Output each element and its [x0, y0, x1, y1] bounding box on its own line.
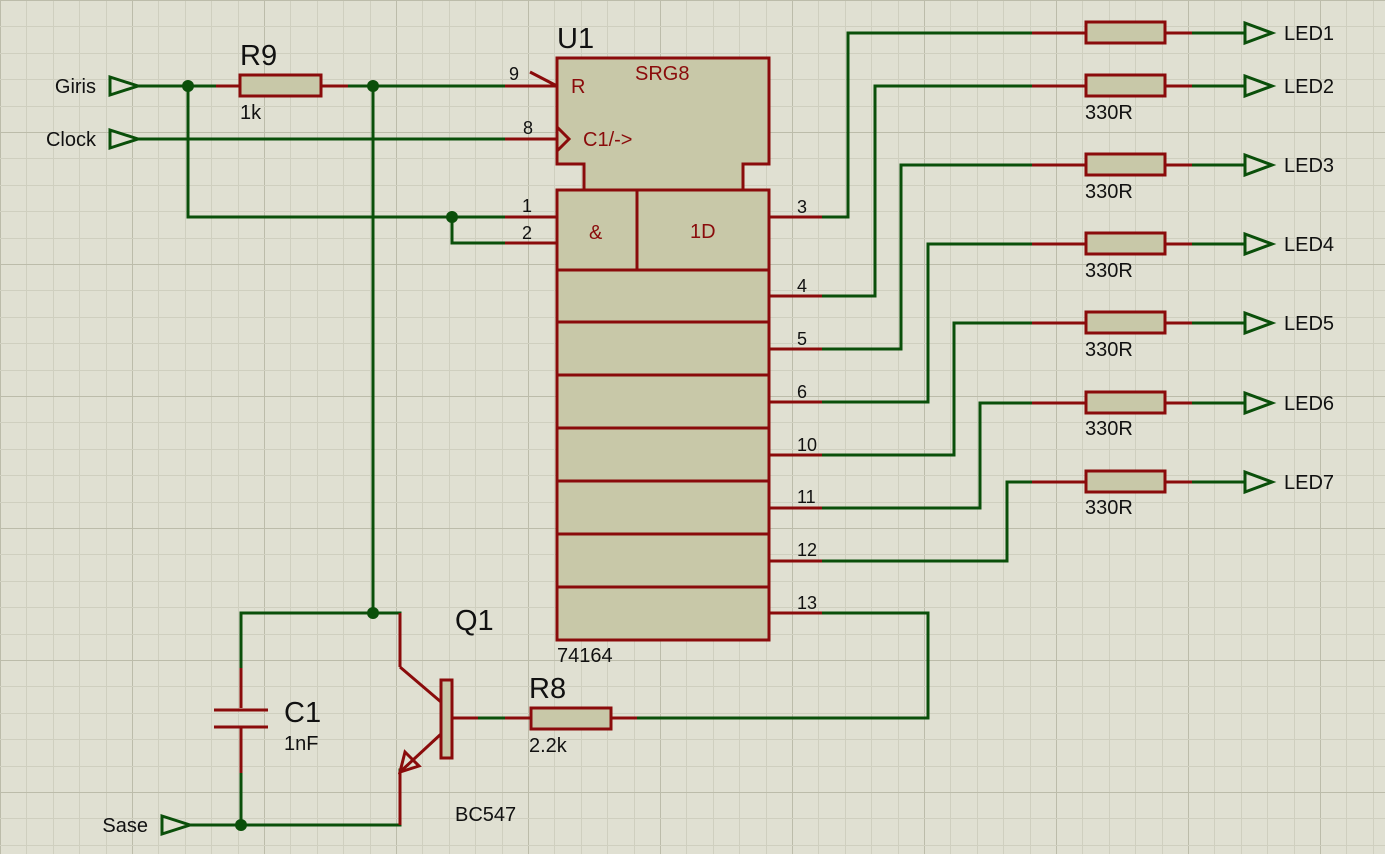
r9-ref: R9: [240, 40, 277, 72]
junction-dot: [367, 607, 379, 619]
terminal-giris-label: Giris: [55, 76, 96, 98]
output-led1-label: LED1: [1284, 23, 1334, 45]
resistor-r9[interactable]: R9 1k: [216, 40, 348, 124]
junction-dot: [182, 80, 194, 92]
u1-clock-label: C1/->: [583, 129, 632, 151]
q1-part: BC547: [455, 804, 516, 826]
junction-dot: [446, 211, 458, 223]
output-led7-value: 330R: [1085, 497, 1133, 519]
u1-and-label: &: [589, 222, 603, 244]
u1-data-label: 1D: [690, 221, 716, 243]
u1-pin-q1: 4: [797, 276, 807, 296]
output-led5[interactable]: 330R LED5: [1032, 310, 1334, 361]
output-led3-label: LED3: [1284, 155, 1334, 177]
c1-ref: C1: [284, 697, 321, 729]
output-led3[interactable]: 330R LED3: [1032, 152, 1334, 203]
q1-ref: Q1: [455, 605, 494, 637]
u1-part: 74164: [557, 645, 613, 667]
capacitor-c1[interactable]: C1 1nF: [214, 668, 321, 773]
output-led5-value: 330R: [1085, 339, 1133, 361]
r8-value: 2.2k: [529, 735, 568, 757]
junction-dot: [367, 80, 379, 92]
u1-pin-q4: 10: [797, 435, 817, 455]
u1-pin-q6: 12: [797, 540, 817, 560]
u1-reset-label: R: [571, 76, 585, 98]
terminal-clock[interactable]: Clock: [46, 127, 143, 151]
u1-pin-q3: 6: [797, 382, 807, 402]
terminal-sase[interactable]: Sase: [102, 813, 195, 837]
junctions: [182, 80, 458, 831]
terminal-clock-label: Clock: [46, 129, 97, 151]
output-led1[interactable]: LED1: [1032, 20, 1334, 46]
u1-pin-b: 2: [522, 223, 532, 243]
resistor-r8[interactable]: R8 2.2k: [505, 673, 637, 757]
output-led6[interactable]: 330R LED6: [1032, 390, 1334, 440]
u1-pin-a: 1: [522, 196, 532, 216]
transistor-q1[interactable]: Q1 BC547: [397, 605, 516, 826]
output-led6-label: LED6: [1284, 393, 1334, 415]
output-led4-value: 330R: [1085, 260, 1133, 282]
output-led2-value: 330R: [1085, 102, 1133, 124]
output-led2[interactable]: 330R LED2: [1032, 73, 1334, 124]
junction-dot: [235, 819, 247, 831]
u1-ref: U1: [557, 23, 594, 55]
output-led7[interactable]: 330R LED7: [1032, 469, 1334, 519]
wires: [136, 31, 1247, 827]
output-led4[interactable]: 330R LED4: [1032, 231, 1334, 282]
output-led7-label: LED7: [1284, 472, 1334, 494]
output-led6-value: 330R: [1085, 418, 1133, 440]
terminal-sase-label: Sase: [102, 815, 148, 837]
ic-u1[interactable]: U1 SRG8 R C1/-> & 1D 74164 9 8 1 2 3 4 5…: [505, 23, 822, 667]
output-led5-label: LED5: [1284, 313, 1334, 335]
u1-pin-q0: 3: [797, 197, 807, 217]
terminal-giris[interactable]: Giris: [55, 74, 143, 98]
u1-pin-q2: 5: [797, 329, 807, 349]
u1-pin-q7: 13: [797, 593, 817, 613]
r8-ref: R8: [529, 673, 566, 705]
c1-value: 1nF: [284, 733, 318, 755]
output-led2-label: LED2: [1284, 76, 1334, 98]
u1-pin-q5: 11: [797, 487, 816, 507]
u1-pin-clk: 8: [523, 118, 533, 138]
r9-value: 1k: [240, 102, 262, 124]
u1-pin-r: 9: [509, 64, 519, 84]
u1-type: SRG8: [635, 63, 689, 85]
output-led3-value: 330R: [1085, 181, 1133, 203]
output-led4-label: LED4: [1284, 234, 1334, 256]
